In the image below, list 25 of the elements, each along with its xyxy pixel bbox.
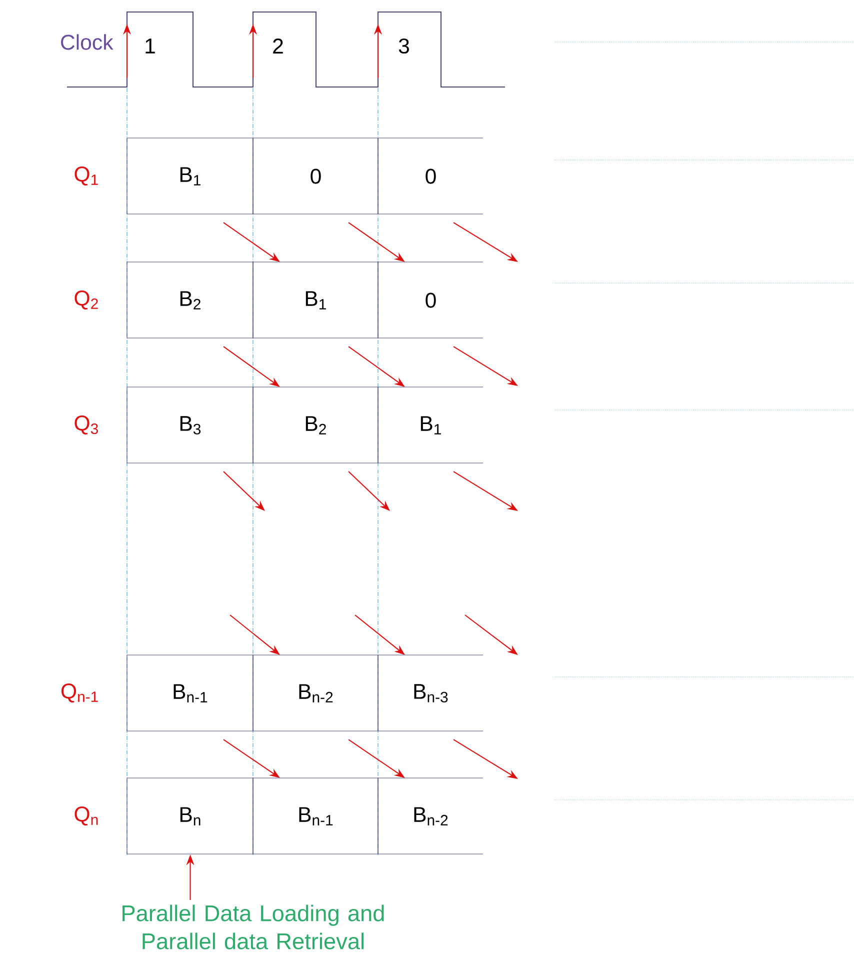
register-cell: B$_{n-1}$ xyxy=(252,778,378,854)
register-cell: 0 xyxy=(378,138,484,214)
register-cell: B$_{1}$ xyxy=(252,262,378,338)
register-cell: B$_{n-2}$ xyxy=(252,654,378,732)
annotation-text: Parallel Data Loading and Parallel data Retrieval xyxy=(122,904,384,950)
register-cell: B$_{n-1}$ xyxy=(126,654,254,732)
register-cell: B$_{3}$ xyxy=(126,386,254,464)
signal-label: Clock xyxy=(61,34,114,50)
register-cell: B$_{1}$ xyxy=(378,386,484,464)
clock-number: 2 xyxy=(273,38,283,54)
register-cell: B$_{1}$ xyxy=(126,138,254,214)
register-cell: 0 xyxy=(252,138,378,214)
register-cell: B$_{n-2}$ xyxy=(378,778,484,854)
row-label: Q$_{2}$ xyxy=(74,290,98,310)
register-cell: B$_{2}$ xyxy=(126,262,254,338)
register-cell: B$_{2}$ xyxy=(252,386,378,464)
clock-number: 1 xyxy=(146,38,155,54)
row-label: Q$_{n}$ xyxy=(74,806,98,826)
register-cell: B$_{n-3}$ xyxy=(378,654,484,732)
clock-number: 3 xyxy=(398,38,409,54)
register-cell: 0 xyxy=(378,262,484,338)
row-label: Q$_{3}$ xyxy=(74,416,98,434)
row-label: Q$_{n-1}$ xyxy=(61,684,98,702)
row-label: Q$_{1}$ xyxy=(74,166,98,186)
register-cell: B$_{n}$ xyxy=(126,778,254,854)
